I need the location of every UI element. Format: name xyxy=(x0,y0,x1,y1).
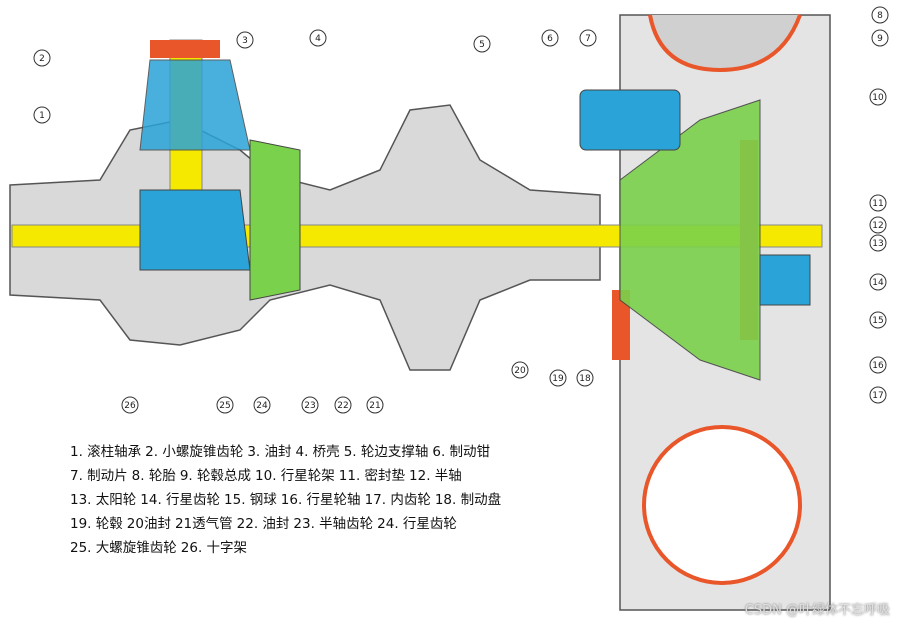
legend-item: 15. 钢球 xyxy=(224,492,277,508)
callout-number: 16 xyxy=(872,361,884,371)
legend-item: 7. 制动片 xyxy=(70,468,128,484)
legend-item: 18. 制动盘 xyxy=(434,492,502,508)
legend-item: 21透气管 xyxy=(174,516,233,532)
callout-number: 15 xyxy=(872,316,883,326)
legend-item: 19. 轮毂 xyxy=(70,516,123,532)
callout-circle xyxy=(121,396,139,414)
callout-circle xyxy=(33,49,51,67)
legend-item: 16. 行星轮轴 xyxy=(280,492,361,508)
legend-item: 17. 内齿轮 xyxy=(364,492,431,508)
callout-circle xyxy=(236,31,254,49)
legend-item: 1. 滚柱轴承 xyxy=(70,444,142,460)
callout-circle xyxy=(511,361,529,379)
callout-number: 17 xyxy=(872,391,883,401)
callout-circle xyxy=(869,386,887,404)
callout-circle xyxy=(366,396,384,414)
callout-number: 3 xyxy=(242,36,248,46)
callout-number: 26 xyxy=(124,401,136,411)
legend-item: 2. 小螺旋锥齿轮 xyxy=(145,444,244,460)
bevel-gear xyxy=(139,59,251,151)
callout-circle xyxy=(33,106,51,124)
callout-number: 13 xyxy=(872,239,883,249)
callout-number: 5 xyxy=(479,40,485,50)
legend-item: 13. 太阳轮 xyxy=(70,492,137,508)
callout-number: 7 xyxy=(585,34,591,44)
callout-number: 8 xyxy=(877,11,883,21)
callout-circle xyxy=(869,216,887,234)
callout-number: 24 xyxy=(256,401,268,411)
legend-item: 14. 行星齿轮 xyxy=(140,492,221,508)
callout-number: 14 xyxy=(872,278,884,288)
tire-lower xyxy=(642,425,802,585)
callout-circle xyxy=(869,273,887,291)
callout-number: 21 xyxy=(369,401,380,411)
callout-circle xyxy=(869,356,887,374)
callout-number: 9 xyxy=(877,34,883,44)
callout-number: 2 xyxy=(39,54,45,64)
legend-item: 12. 半轴 xyxy=(409,468,462,484)
tire-upper xyxy=(648,14,802,73)
legend-item: 4. 桥壳 xyxy=(295,444,340,460)
callout-number: 20 xyxy=(514,366,526,376)
callout-circle xyxy=(871,29,889,47)
pinion-seal xyxy=(150,40,220,58)
planet-carrier xyxy=(249,139,301,301)
legend-item: 23. 半轴齿轮 xyxy=(293,516,374,532)
legend-item: 3. 油封 xyxy=(247,444,292,460)
callout-circle xyxy=(576,369,594,387)
brake-disc xyxy=(612,290,630,360)
callout-circle xyxy=(253,396,271,414)
watermark-label: CSDN @叶绿体不忘呼吸 xyxy=(744,603,890,618)
callout-circle xyxy=(541,29,559,47)
callout-number: 12 xyxy=(872,221,883,231)
legend-item: 11. 密封垫 xyxy=(338,468,406,484)
legend-item: 22. 油封 xyxy=(236,516,290,532)
callout-number: 6 xyxy=(547,34,553,44)
callout-circle xyxy=(309,29,327,47)
callout-number: 19 xyxy=(552,374,564,384)
callout-number: 25 xyxy=(219,401,230,411)
callout-circle xyxy=(869,311,887,329)
callout-number: 18 xyxy=(579,374,591,384)
legend-item: 5. 轮边支撑轴 xyxy=(343,444,429,460)
legend-item: 20油封 xyxy=(126,516,171,532)
callout-number: 11 xyxy=(872,199,883,209)
legend-item: 25. 大螺旋锥齿轮 xyxy=(70,540,177,556)
wheel-hub xyxy=(619,99,761,381)
callout-circle xyxy=(869,234,887,252)
callout-circle xyxy=(869,194,887,212)
callout-circle xyxy=(871,6,889,24)
legend-item: 24. 行星齿轮 xyxy=(377,516,457,532)
callout-circle xyxy=(334,396,352,414)
legend-item: 6. 制动钳 xyxy=(432,444,491,460)
legend-item: 9. 轮毂总成 xyxy=(179,468,252,484)
callout-circle xyxy=(301,396,319,414)
callout-circle xyxy=(869,88,887,106)
callout-circle xyxy=(216,396,234,414)
callout-number: 1 xyxy=(39,111,45,121)
planetary-gears xyxy=(759,254,811,306)
differential-gears xyxy=(139,189,251,271)
callout-number: 10 xyxy=(872,93,884,103)
callout-number: 23 xyxy=(304,401,315,411)
callout-circle xyxy=(473,35,491,53)
legend-item: 26. 十字架 xyxy=(180,540,248,556)
brake-caliper xyxy=(579,89,681,151)
legend-item: 8. 轮胎 xyxy=(131,468,176,484)
callout-number: 4 xyxy=(315,34,321,44)
callout-circle xyxy=(549,369,567,387)
callout-circle xyxy=(579,29,597,47)
callout-number: 22 xyxy=(337,401,348,411)
legend-item: 10. 行星轮架 xyxy=(255,468,335,484)
